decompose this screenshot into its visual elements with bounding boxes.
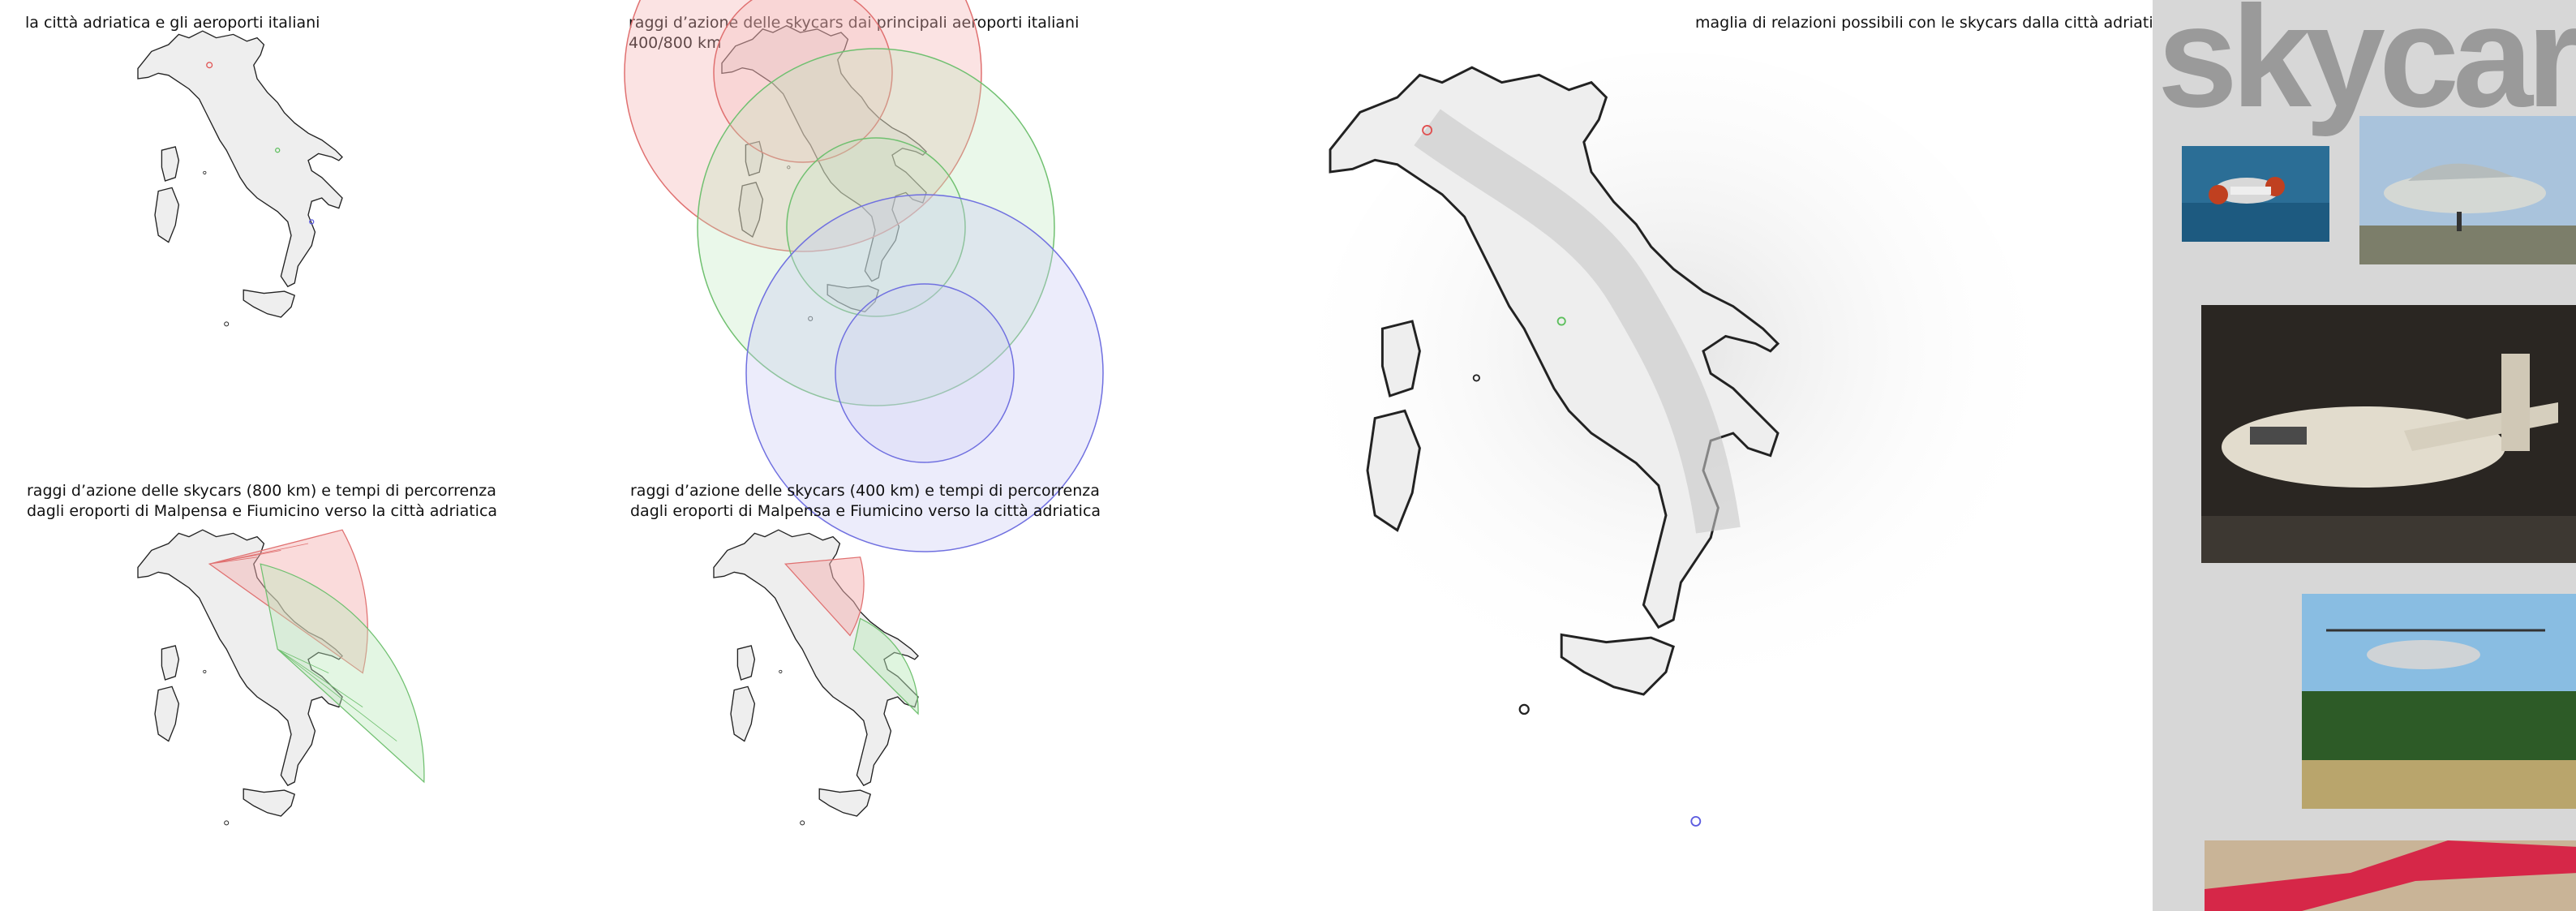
caption-airports: la città adriatica e gli aeroporti itali… <box>25 14 320 32</box>
sector-malpensa-800 <box>208 529 368 674</box>
range-south-400 <box>835 283 1015 463</box>
photo-tiltrotor-exhibit <box>2201 305 2576 563</box>
red-aircraft-icon <box>2205 840 2576 911</box>
network-band <box>1414 109 1741 534</box>
caption-sectors800: raggi d’azione delle skycars (800 km) e … <box>27 481 497 522</box>
photo-red-aircraft <box>2205 840 2576 911</box>
photo-jet-drone <box>2182 146 2329 242</box>
network-north-marker <box>1422 125 1433 135</box>
sector-fiumicino-800 <box>260 563 425 784</box>
range-south-800 <box>745 194 1104 552</box>
photo-helicopter-field <box>2302 594 2576 809</box>
map-network <box>1315 52 2032 827</box>
south-airport-marker <box>309 219 315 225</box>
range-north-400 <box>713 0 893 163</box>
range-central-800 <box>697 48 1055 406</box>
sector-fiumicino-400 <box>852 617 919 715</box>
caption-ranges-line2: 400/800 km <box>629 34 722 52</box>
jet-drone-icon <box>2182 146 2329 242</box>
helicopter-field-icon <box>2302 594 2576 809</box>
caption-sectors800-line1: raggi d’azione delle skycars (800 km) e … <box>27 482 496 500</box>
caption-sectors400-line2: dagli eroporti di Malpensa e Fiumicino v… <box>630 502 1101 520</box>
network-central-marker <box>1556 316 1566 326</box>
sidebar: skycars <box>2153 0 2576 911</box>
caption-sectors800-line2: dagli eroporti di Malpensa e Fiumicino v… <box>27 502 498 520</box>
network-south-marker <box>1690 815 1702 827</box>
range-central-400 <box>786 137 966 317</box>
map-sectors-400 <box>713 529 919 826</box>
central-airport-marker <box>275 148 281 153</box>
caption-sectors400-line1: raggi d’azione delle skycars (400 km) e … <box>630 482 1100 500</box>
sector-malpensa-400 <box>784 556 865 637</box>
map-sectors-800 <box>137 529 425 826</box>
map-airports <box>137 30 343 327</box>
caption-ranges-line1: raggi d’azione delle skycars dai princip… <box>629 14 1080 32</box>
caption-sectors400: raggi d’azione delle skycars (400 km) e … <box>630 481 1101 522</box>
brand-title: skycars <box>2157 0 2576 137</box>
map-ranges <box>624 0 1104 552</box>
caption-network: maglia di relazioni possibili con le sky… <box>1695 14 2171 32</box>
photo-flying-car <box>2359 116 2576 264</box>
north-airport-marker <box>206 62 213 69</box>
caption-ranges: raggi d’azione delle skycars dai princip… <box>629 13 1079 54</box>
flying-car-icon <box>2359 116 2576 264</box>
tiltrotor-exhibit-icon <box>2201 305 2576 563</box>
